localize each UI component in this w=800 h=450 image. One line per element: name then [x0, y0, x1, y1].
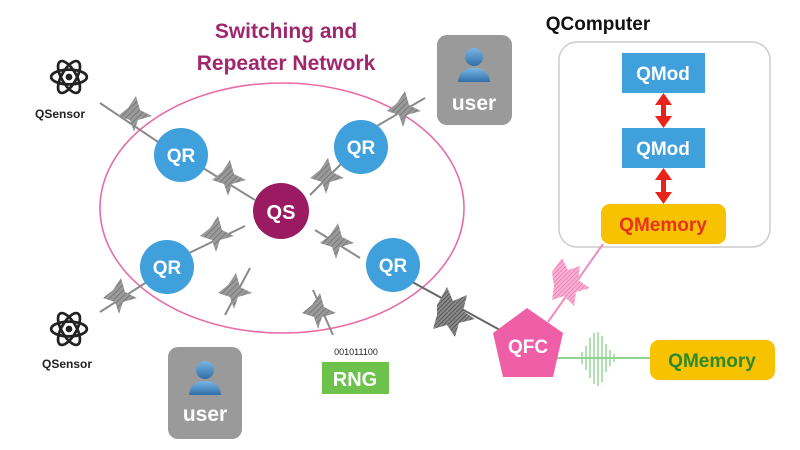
repeater-label: QR — [379, 256, 408, 277]
double-arrow-icon — [655, 168, 672, 204]
photon-icon — [103, 278, 137, 314]
qmod-block[interactable]: QMod — [622, 128, 705, 168]
rng-bits: 001011100 — [334, 347, 378, 357]
sensor-node[interactable]: QSensor — [35, 56, 89, 121]
switch-node[interactable]: QS — [253, 183, 309, 239]
repeater-node[interactable]: QR — [366, 238, 420, 292]
repeater-label: QR — [347, 138, 376, 159]
qmemory-label: QMemory — [619, 215, 707, 236]
atom-icon — [49, 56, 89, 98]
user-node[interactable]: user — [437, 35, 512, 125]
repeater-node[interactable]: QR — [140, 240, 194, 294]
photon-icon — [218, 273, 252, 309]
qfc-label: QFC — [508, 337, 548, 358]
photon-icon — [118, 96, 152, 132]
external-memory-label: QMemory — [668, 351, 756, 372]
photon-wave-icon — [581, 332, 615, 386]
user-node[interactable]: user — [168, 347, 242, 439]
atom-icon — [49, 308, 89, 350]
qcomputer-memory[interactable]: QMemory — [601, 204, 726, 244]
photon-icon — [200, 216, 234, 252]
photon-icon — [552, 258, 590, 306]
qfc-node[interactable]: QFC — [493, 308, 563, 377]
qcomputer-box — [558, 41, 771, 248]
switch-label: QS — [267, 202, 296, 224]
repeater-node[interactable]: QR — [154, 128, 208, 182]
sensor-label: QSensor — [42, 357, 92, 371]
network-title-line1: Switching and — [215, 20, 357, 43]
qmod-label: QMod — [636, 64, 690, 85]
rng-node[interactable]: 001011100 RNG — [322, 347, 389, 394]
network-boundary — [99, 82, 465, 334]
photon-icon — [433, 287, 475, 337]
external-memory[interactable]: QMemory — [650, 340, 775, 380]
user-label: user — [452, 92, 496, 115]
photon-icon — [212, 160, 246, 196]
repeater-label: QR — [167, 146, 196, 167]
user-label: user — [183, 403, 227, 426]
qmod-block[interactable]: QMod — [622, 53, 705, 93]
repeater-node[interactable]: QR — [334, 120, 388, 174]
photon-icon — [310, 158, 344, 194]
photon-icon — [302, 293, 336, 329]
rng-label: RNG — [333, 369, 377, 391]
double-arrow-icon — [655, 93, 672, 128]
qmod-label: QMod — [636, 139, 690, 160]
sensor-node[interactable]: QSensor — [42, 308, 92, 371]
photon-icon — [387, 91, 421, 127]
qcomputer-title: QComputer — [546, 14, 651, 35]
sensor-label: QSensor — [35, 107, 85, 121]
photons — [103, 91, 475, 337]
repeater-label: QR — [153, 258, 182, 279]
network-title-line2: Repeater Network — [197, 52, 376, 75]
photon-icon — [320, 223, 354, 259]
